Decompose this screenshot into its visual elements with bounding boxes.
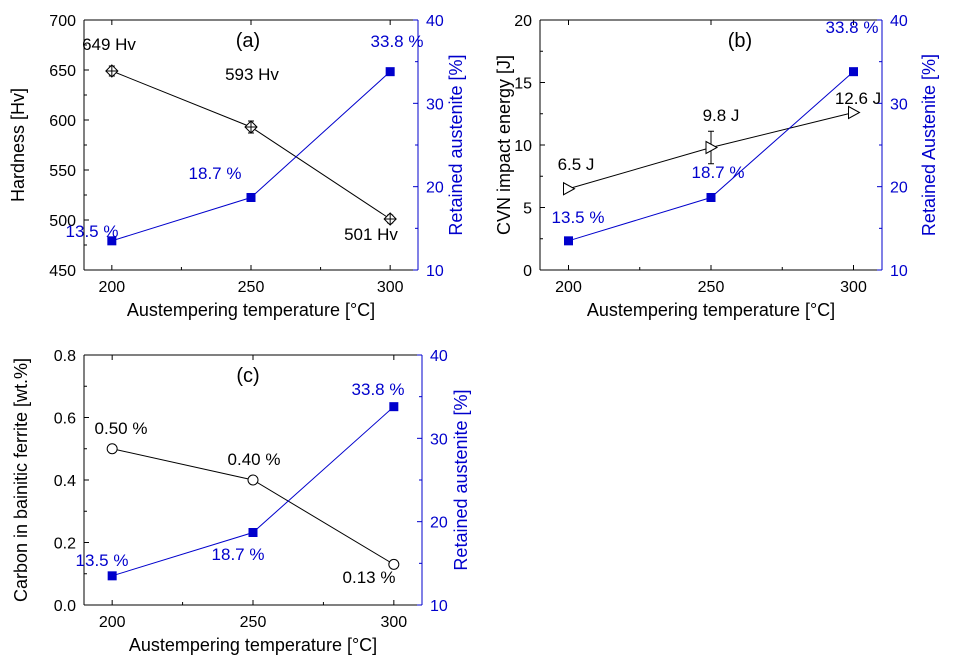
data-label-left: 0.40 % [228,450,281,469]
data-point-left-2 [848,105,861,120]
y-right-tick-label: 20 [430,515,448,532]
data-point-left-2 [383,212,397,226]
y-left-tick-label: 450 [49,263,76,280]
y-right-tick-label: 10 [890,263,908,280]
x-tick-label: 300 [840,279,867,296]
series-right-line [111,71,391,242]
y-right-tick-label: 30 [890,96,908,113]
x-tick-label: 300 [380,614,407,631]
data-point-left-0 [105,64,119,78]
y-left-tick-label: 550 [49,163,76,180]
y-left-tick-label: 500 [49,213,76,230]
data-point-right-2 [389,402,399,412]
data-label-right: 33.8 % [371,32,424,51]
data-point-right-1 [246,193,256,202]
y-right-tick-label: 10 [430,598,448,615]
data-label-right: 13.5 % [66,222,119,241]
x-tick-label: 200 [99,614,126,631]
data-label-right: 13.5 % [552,208,605,227]
data-label-right: 18.7 % [692,163,745,182]
y-left-tick-label: 0 [523,263,532,280]
x-tick-label: 250 [698,279,725,296]
x-tick-label: 200 [555,279,582,296]
y-right-tick-label: 40 [890,13,908,30]
data-point-right-0 [564,236,573,246]
y-right-tick-label: 20 [426,180,444,197]
x-tick-label: 250 [240,614,267,631]
x-axis-title: Austempering temperature [°C] [587,300,835,320]
y-left-tick-label: 0.4 [54,473,76,490]
data-point-left-0 [563,181,576,196]
data-label-right: 18.7 % [212,545,265,564]
y-left-axis-title: CVN impact energy [J] [494,55,514,235]
data-point-left-1 [244,120,258,134]
x-tick-label: 250 [238,279,265,296]
y-left-tick-label: 650 [49,63,76,80]
data-label-left: 6.5 J [558,155,595,174]
data-label-left: 501 Hv [344,225,398,244]
y-right-axis-title: Retained Austenite [%] [919,54,939,236]
y-right-tick-label: 30 [426,96,444,113]
y-right-axis-title: Retained austenite [%] [446,54,466,235]
y-left-tick-label: 20 [514,13,532,30]
panel-label: (c) [236,365,259,387]
data-point-left-2 [388,558,400,570]
y-left-tick-label: 0.8 [54,348,76,365]
x-axis-title: Austempering temperature [°C] [127,300,375,320]
data-label-left: 649 Hv [82,35,136,54]
y-left-axis-title: Hardness [Hv] [8,88,28,202]
y-left-axis-title: Carbon in bainitic ferrite [wt.%] [11,358,31,602]
x-axis-title: Austempering temperature [°C] [129,635,377,655]
y-left-tick-label: 15 [514,76,532,93]
y-left-tick-label: 0.2 [54,536,76,553]
y-left-tick-label: 5 [523,201,532,218]
data-label-right: 18.7 % [189,164,242,183]
data-point-left-0 [106,443,118,455]
data-label-left: 0.13 % [343,568,396,587]
data-point-left-1 [705,140,719,155]
data-point-right-2 [385,67,395,77]
y-left-tick-label: 10 [514,138,532,155]
y-right-tick-label: 20 [890,180,908,197]
data-label-left: 12.6 J [835,89,881,108]
x-tick-label: 300 [377,279,404,296]
data-label-right: 33.8 % [826,18,879,37]
data-label-right: 13.5 % [76,551,129,570]
data-point-right-0 [107,571,117,581]
data-label-right: 33.8 % [352,380,405,399]
y-right-tick-label: 30 [430,431,448,448]
data-label-left: 593 Hv [225,65,279,84]
x-tick-label: 200 [98,279,125,296]
y-left-tick-label: 600 [49,113,76,130]
data-point-right-1 [248,528,258,537]
data-point-right-0 [107,236,117,246]
data-point-left-1 [247,474,259,486]
data-point-right-1 [706,193,716,202]
y-left-tick-label: 0.0 [54,598,76,615]
y-left-tick-label: 700 [49,13,76,30]
panel-label: (a) [236,30,260,52]
y-right-tick-label: 40 [430,348,448,365]
y-left-tick-label: 0.6 [54,411,76,428]
data-point-right-2 [849,67,858,77]
data-label-left: 0.50 % [95,419,148,438]
y-right-tick-label: 10 [426,263,444,280]
data-label-left: 9.8 J [703,106,740,125]
y-right-axis-title: Retained austenite [%] [451,389,471,570]
y-right-tick-label: 40 [426,13,444,30]
panel-label: (b) [728,30,752,52]
